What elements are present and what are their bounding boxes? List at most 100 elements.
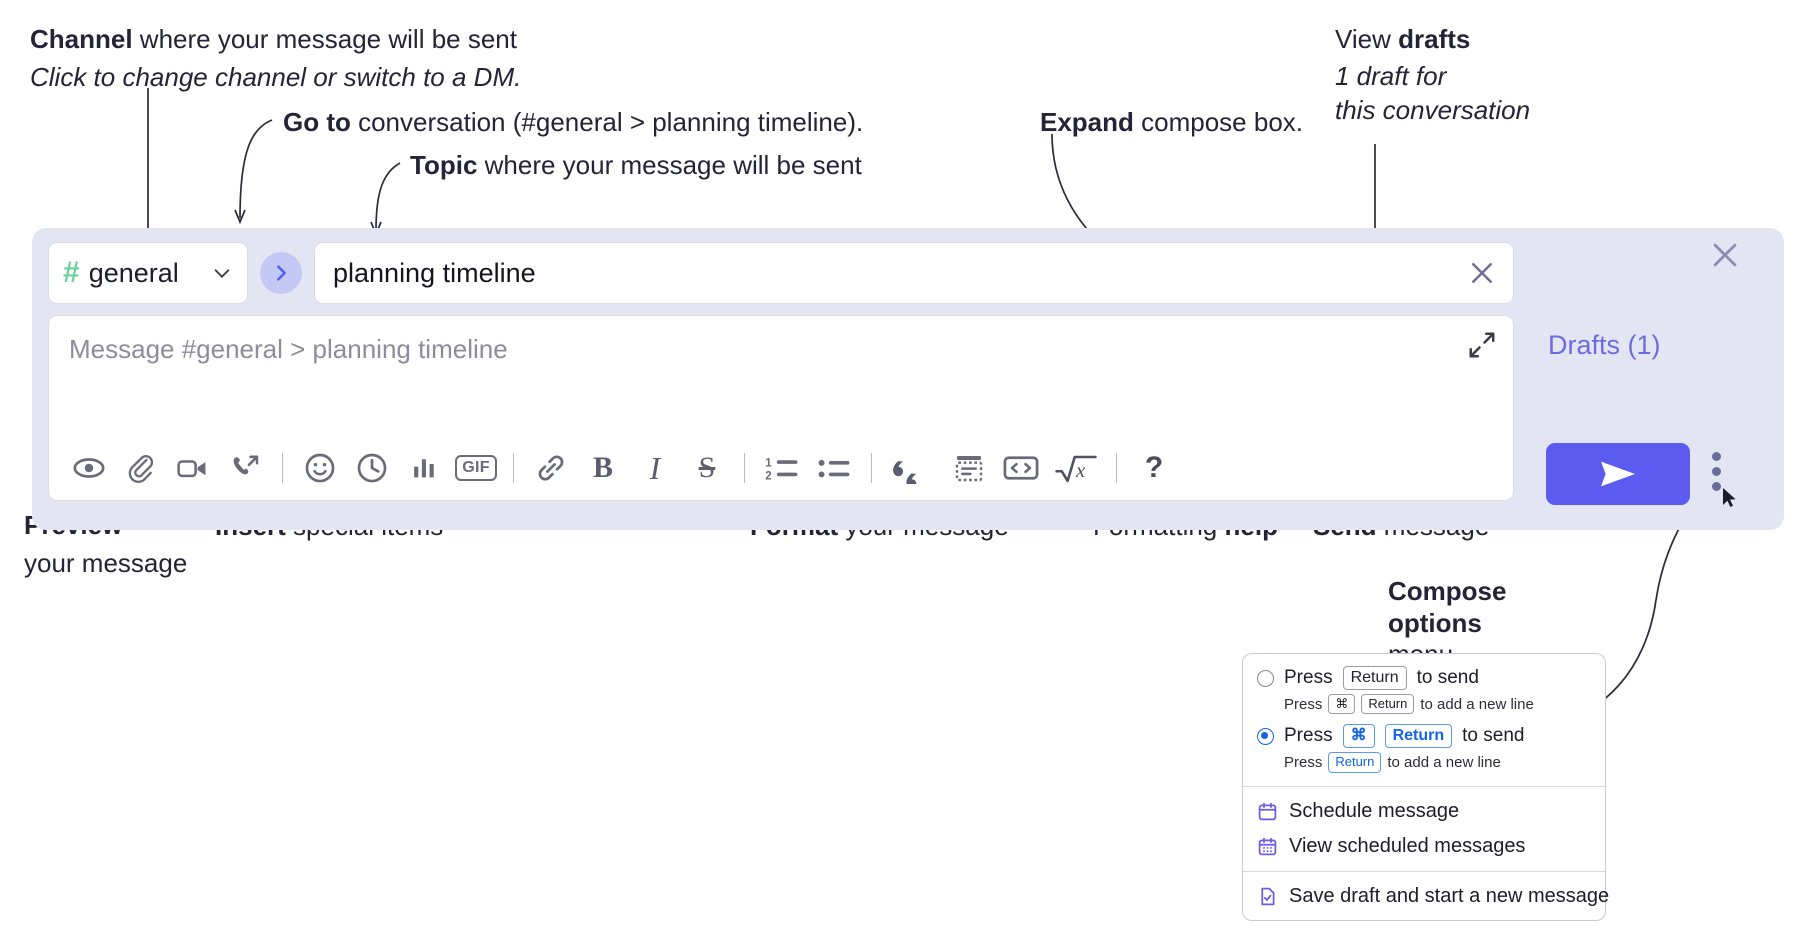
sub-post: to add a new line bbox=[1420, 695, 1534, 713]
annotation-drafts-bold: drafts bbox=[1398, 24, 1471, 54]
annotation-channel: Channel where your message will be sent … bbox=[30, 24, 521, 93]
key-command: ⌘ bbox=[1328, 694, 1356, 715]
annotation-channel-sub: Click to change channel or switch to a D… bbox=[30, 61, 522, 92]
key-return: Return bbox=[1361, 694, 1415, 715]
kebab-dot bbox=[1712, 452, 1721, 461]
menu-divider bbox=[1243, 785, 1605, 787]
annotation-drafts-pre: View bbox=[1335, 24, 1399, 54]
italic-icon[interactable]: I bbox=[629, 445, 681, 491]
kebab-dot bbox=[1712, 482, 1721, 491]
send-button[interactable] bbox=[1546, 443, 1690, 505]
sub-pre: Press bbox=[1284, 753, 1323, 771]
radio-post: to send bbox=[1416, 667, 1479, 688]
annotation-drafts: View drafts 1 draft for this conversatio… bbox=[1335, 24, 1530, 127]
drafts-link[interactable]: Drafts (1) bbox=[1548, 330, 1661, 360]
radio-pre: Press bbox=[1284, 667, 1333, 688]
radio-button-selected[interactable] bbox=[1257, 727, 1274, 745]
menu-item-label: View scheduled messages bbox=[1289, 834, 1526, 857]
annotation-channel-rest: where your message will be sent bbox=[132, 24, 517, 54]
message-placeholder: Message #general > planning timeline bbox=[69, 334, 508, 364]
strikethrough-icon[interactable]: S bbox=[681, 445, 733, 491]
close-compose-button[interactable] bbox=[1708, 238, 1742, 272]
math-icon[interactable]: x bbox=[1047, 445, 1105, 491]
bold-label: B bbox=[592, 451, 613, 484]
compose-fields: # general planning timeline bbox=[48, 242, 1514, 501]
blockquote-icon[interactable] bbox=[883, 445, 943, 491]
svg-text:2: 2 bbox=[765, 471, 771, 483]
audio-clip-icon[interactable] bbox=[219, 445, 271, 491]
bulleted-list-icon[interactable] bbox=[808, 445, 860, 491]
attachment-icon[interactable] bbox=[115, 445, 167, 491]
annotation-goto-bold: Go to bbox=[283, 107, 351, 137]
annotation-topic-bold: Topic bbox=[410, 150, 478, 180]
channel-name: general bbox=[88, 257, 179, 288]
goto-conversation-button[interactable] bbox=[260, 252, 302, 294]
help-icon[interactable]: ? bbox=[1128, 445, 1180, 491]
bold-icon[interactable]: B bbox=[577, 445, 629, 491]
radio-post: to send bbox=[1462, 725, 1525, 747]
toolbar-divider bbox=[513, 453, 514, 483]
save-draft-icon bbox=[1257, 886, 1278, 907]
radio-button[interactable] bbox=[1257, 669, 1274, 687]
compose-options-button[interactable] bbox=[1712, 452, 1721, 491]
annotation-channel-bold: Channel bbox=[30, 24, 133, 54]
video-clip-icon[interactable] bbox=[167, 445, 219, 491]
help-label: ? bbox=[1144, 451, 1164, 484]
annotation-preview-line2: your message bbox=[24, 547, 188, 578]
emoji-icon[interactable] bbox=[294, 445, 346, 491]
code-icon[interactable] bbox=[995, 445, 1047, 491]
toolbar-divider bbox=[744, 453, 745, 483]
calendar-list-icon bbox=[1257, 836, 1278, 857]
poll-icon[interactable] bbox=[398, 445, 450, 491]
radio-sub-return-newline: Press ⌘ Return to add a new line bbox=[1243, 692, 1605, 720]
toolbar-divider bbox=[1116, 453, 1117, 483]
compose-panel: # general planning timeline bbox=[32, 228, 1784, 530]
menu-item-schedule-message[interactable]: Schedule message bbox=[1243, 794, 1605, 829]
sub-pre: Press bbox=[1284, 695, 1323, 713]
link-icon[interactable] bbox=[525, 445, 577, 491]
annotation-compose-bold2: options bbox=[1388, 607, 1482, 638]
radio-sub-cmd-newline: Press Return to add a new line bbox=[1243, 750, 1605, 778]
chevron-right-icon bbox=[277, 265, 286, 281]
compose-header-row: # general planning timeline bbox=[48, 242, 1514, 304]
menu-item-save-draft[interactable]: Save draft and start a new message bbox=[1243, 879, 1609, 914]
channel-picker[interactable]: # general bbox=[48, 242, 248, 304]
chevron-down-icon bbox=[211, 262, 233, 284]
svg-text:1: 1 bbox=[765, 458, 772, 470]
svg-text:x: x bbox=[1075, 460, 1086, 482]
topic-value: planning timeline bbox=[333, 257, 536, 288]
toolbar-divider bbox=[282, 453, 283, 483]
strike-label: S bbox=[698, 451, 716, 484]
menu-divider bbox=[1243, 870, 1605, 872]
key-return: Return bbox=[1342, 666, 1407, 690]
radio-option-return-to-send[interactable]: Press Return to send bbox=[1243, 662, 1605, 692]
code-block-icon[interactable] bbox=[943, 445, 995, 491]
menu-item-label: Schedule message bbox=[1289, 799, 1460, 822]
menu-item-label: Save draft and start a new message bbox=[1289, 884, 1610, 907]
key-return: Return bbox=[1384, 724, 1453, 749]
radio-option-cmd-return-to-send[interactable]: Press ⌘ Return to send bbox=[1243, 720, 1605, 750]
clock-icon[interactable] bbox=[346, 445, 398, 491]
message-input[interactable]: Message #general > planning timeline bbox=[49, 316, 1513, 436]
annotation-compose-bold1: Compose bbox=[1388, 576, 1507, 606]
annotation-goto-rest: conversation (#general > planning timeli… bbox=[350, 107, 864, 137]
key-return: Return bbox=[1328, 752, 1382, 773]
topic-field[interactable]: planning timeline bbox=[314, 242, 1514, 304]
annotation-topic: Topic where your message will be sent bbox=[410, 150, 862, 182]
italic-label: I bbox=[649, 449, 661, 486]
expand-icon[interactable] bbox=[1467, 330, 1497, 360]
compose-options-menu: Press Return to send Press ⌘ Return to a… bbox=[1242, 653, 1609, 921]
close-icon[interactable] bbox=[1467, 258, 1497, 288]
calendar-schedule-icon bbox=[1257, 801, 1278, 822]
annotation-drafts-sub1: 1 draft for bbox=[1335, 60, 1447, 91]
annotation-expand-bold: Expand bbox=[1040, 107, 1134, 137]
annotation-expand: Expand compose box. bbox=[1040, 107, 1303, 139]
annotation-drafts-sub2: this conversation bbox=[1335, 95, 1531, 126]
hash-icon: # bbox=[63, 256, 80, 289]
preview-icon[interactable] bbox=[63, 445, 115, 491]
kebab-dot bbox=[1712, 467, 1721, 476]
gif-icon[interactable]: GIF bbox=[450, 445, 502, 491]
menu-item-view-scheduled-messages[interactable]: View scheduled messages bbox=[1243, 829, 1605, 864]
